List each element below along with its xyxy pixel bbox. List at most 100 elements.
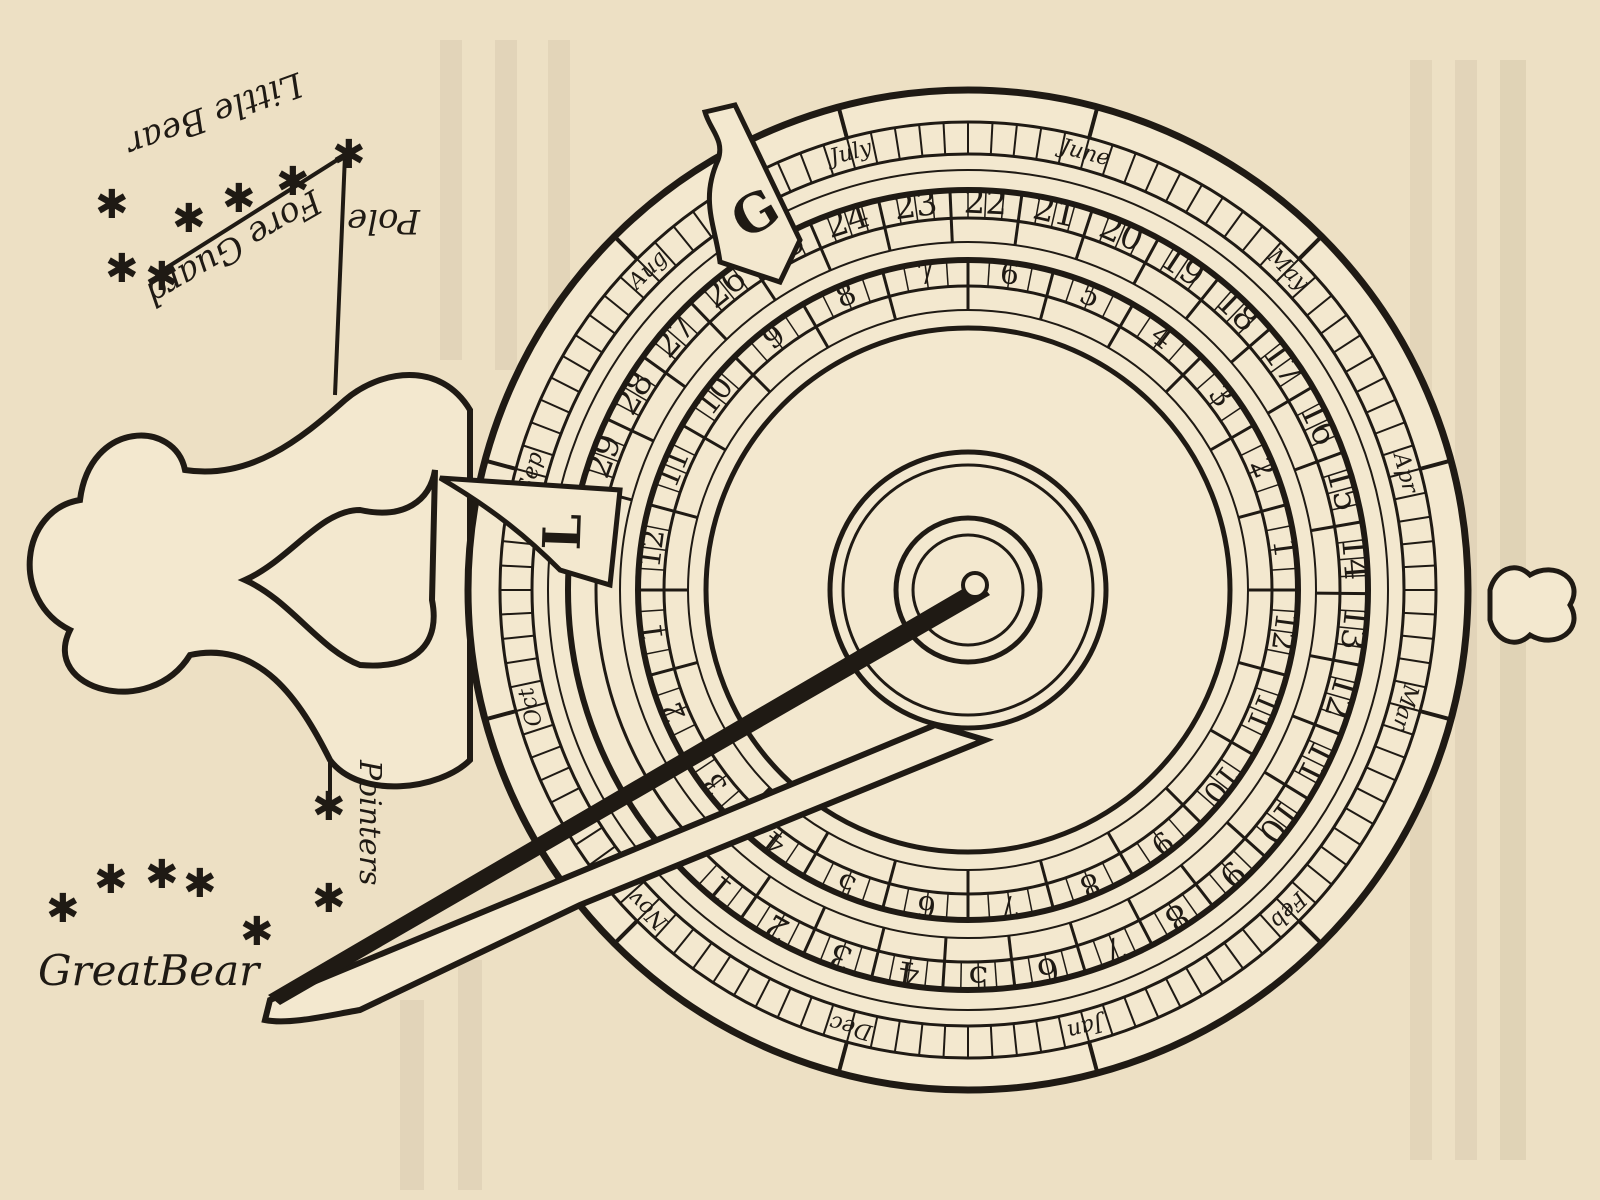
outer-ticks-tick bbox=[1035, 1020, 1043, 1053]
day-ticks-tick bbox=[1336, 538, 1365, 544]
hour-ticks-tick bbox=[1152, 830, 1170, 853]
day-ticks-tick bbox=[1098, 215, 1111, 243]
hour-ticks-tick bbox=[681, 424, 706, 439]
day-ticks-tick bbox=[632, 370, 657, 388]
hour-ticks-tick bbox=[655, 483, 681, 493]
day-label: 23 bbox=[891, 183, 939, 228]
hour-ticks-tick bbox=[1045, 271, 1055, 297]
day-ticks-tick bbox=[994, 960, 998, 990]
hour-ticks-tick bbox=[881, 883, 891, 909]
outer-ticks-tick bbox=[1333, 334, 1362, 354]
hour-ticks-tick bbox=[945, 893, 949, 920]
outer-ticks-tick bbox=[799, 152, 813, 184]
outer-ticks-tick bbox=[893, 127, 901, 160]
day-ticks-tick bbox=[1027, 956, 1034, 985]
nocturnal-handle bbox=[26, 372, 473, 790]
hour-ticks-tick bbox=[861, 877, 871, 903]
day-ticks-tick bbox=[1259, 341, 1283, 361]
day-ticks-tick bbox=[677, 314, 699, 335]
outer-ticks-tick bbox=[1241, 928, 1264, 955]
outer-ticks-tick bbox=[1035, 127, 1043, 160]
hour-ticks-tick bbox=[861, 277, 871, 303]
star-great-bear-2: ✱ bbox=[145, 852, 179, 898]
hour-ticks-tick bbox=[841, 870, 853, 896]
outer-ticks-tick bbox=[845, 1010, 857, 1043]
outer-ticks-tick bbox=[869, 132, 879, 164]
outer-ticks-tick bbox=[540, 398, 571, 414]
day-ticks-tick bbox=[1269, 356, 1294, 374]
hour-ticks-tick bbox=[841, 284, 853, 310]
day-ticks-tick bbox=[1327, 485, 1355, 495]
day-ticks-tick bbox=[1338, 626, 1367, 631]
star-great-bear-4: ✱ bbox=[46, 886, 80, 932]
hour-ticks-tick bbox=[1101, 862, 1115, 887]
svg-text:L: L bbox=[532, 512, 594, 551]
outer-ticks-tick bbox=[613, 919, 639, 945]
day-ticks-tick bbox=[1329, 675, 1358, 684]
outer-ticks-tick bbox=[1241, 225, 1264, 252]
star-little-bear-2: ✱ bbox=[222, 176, 256, 222]
outer-ticks-tick bbox=[1123, 152, 1137, 184]
hour-ticks-tick bbox=[1230, 741, 1255, 756]
hour-ticks-tick bbox=[821, 293, 835, 318]
day-ticks-tick bbox=[1153, 911, 1169, 937]
day-ticks-tick bbox=[1284, 784, 1310, 800]
label-pointers: Pointers bbox=[352, 759, 387, 886]
hour-ticks-tick bbox=[1167, 341, 1187, 362]
star-little-bear-3: ✱ bbox=[172, 196, 206, 242]
hour-ticks-tick bbox=[1065, 877, 1075, 903]
outer-ticks-tick bbox=[692, 210, 713, 238]
hour-ticks-tick bbox=[1026, 266, 1034, 292]
hour-label: 7 bbox=[915, 256, 938, 293]
hour-ticks-tick bbox=[1248, 705, 1274, 717]
day-ticks-tick bbox=[1173, 256, 1191, 281]
hour-ticks-tick bbox=[705, 774, 728, 792]
hour-label: 1 bbox=[634, 620, 671, 643]
hour-ticks-tick bbox=[1240, 443, 1265, 457]
outer-ticks-tick bbox=[1365, 766, 1396, 782]
hour-ticks-tick bbox=[1266, 648, 1292, 656]
day-ticks-tick bbox=[913, 193, 919, 222]
bleed-through-text bbox=[400, 40, 1526, 1190]
day-ticks-tick bbox=[1237, 314, 1259, 335]
hour-ticks-tick bbox=[1196, 371, 1217, 391]
day-ticks-tick bbox=[870, 950, 879, 979]
outer-ticks-tick bbox=[1079, 137, 1091, 170]
hour-ticks-tick bbox=[1167, 818, 1187, 839]
outer-ticks-tick bbox=[1419, 709, 1452, 722]
star-pointer-2: ✱ bbox=[312, 876, 346, 922]
outer-ticks-tick bbox=[588, 845, 616, 866]
hour-ticks-tick bbox=[1119, 852, 1134, 877]
outer-ticks-tick bbox=[484, 458, 517, 471]
hour-ticks-tick bbox=[1230, 424, 1255, 439]
hour-ticks-tick bbox=[784, 315, 800, 338]
outer-ticks-tick bbox=[522, 723, 554, 736]
outer-ticks-tick bbox=[603, 294, 630, 317]
hour-ticks-tick bbox=[1045, 883, 1055, 909]
star-great-bear-5: ✱ bbox=[240, 909, 274, 955]
hour-label: 7 bbox=[998, 887, 1021, 924]
day-ticks-tick bbox=[1144, 237, 1160, 264]
outer-ticks-tick bbox=[1403, 564, 1436, 569]
day-ticks-tick bbox=[731, 266, 749, 291]
day-ticks-tick bbox=[1082, 209, 1094, 237]
hour-ticks-tick bbox=[987, 893, 991, 920]
day-ticks-tick bbox=[1159, 246, 1175, 272]
day-label: 13 bbox=[1332, 605, 1376, 652]
outer-ticks-tick bbox=[1345, 807, 1374, 825]
day-ticks-tick bbox=[1208, 873, 1228, 896]
outer-ticks-tick bbox=[1079, 1010, 1091, 1043]
day-ticks-tick bbox=[1232, 850, 1254, 871]
hour-ticks-tick bbox=[1136, 315, 1152, 338]
day-ticks-tick bbox=[711, 875, 731, 898]
hour-ticks-tick bbox=[1269, 628, 1296, 634]
day-ticks-tick bbox=[895, 196, 902, 225]
outer-ticks-tick bbox=[845, 137, 857, 170]
outer-ticks-tick bbox=[1356, 787, 1386, 804]
hour-ticks-tick bbox=[671, 723, 696, 737]
outer-ticks-tick bbox=[1101, 144, 1114, 176]
hour-ticks-tick bbox=[924, 891, 930, 918]
outer-ticks-tick bbox=[636, 258, 661, 283]
hour-ticks-tick bbox=[1006, 262, 1012, 289]
day-ticks-tick bbox=[1200, 277, 1220, 301]
